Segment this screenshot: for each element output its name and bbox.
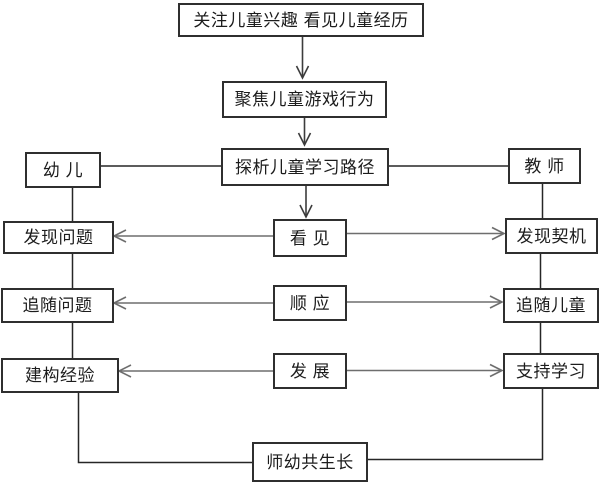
arrowhead-see-to-findopportunity: [491, 226, 506, 241]
arrowhead-develop-to-buildexperience: [117, 364, 132, 378]
elbow-supportlearning-growtogether: [367, 388, 544, 461]
node-find-problem: 发现问题: [3, 221, 114, 254]
arrowhead-focus-to-analyze: [297, 132, 312, 147]
node-build-experience: 建构经验: [1, 358, 119, 393]
node-follow-child: 追随儿童: [503, 288, 599, 323]
node-analyze-learning-path: 探析儿童学习路径: [221, 148, 389, 186]
arrowhead-see-to-findproblem: [112, 229, 127, 243]
arrowhead-develop-to-supportlearning: [489, 363, 504, 378]
node-grow-together: 师幼共生长: [252, 442, 368, 482]
arrowhead-comply-to-followproblem: [112, 296, 127, 310]
elbow-buildexperience-growtogether: [77, 392, 252, 464]
node-young-child: 幼 儿: [25, 152, 101, 188]
node-see: 看 见: [273, 219, 347, 257]
arrowhead-top-to-focus: [295, 65, 310, 80]
node-develop: 发 展: [273, 353, 347, 389]
arrowhead-comply-to-followchild: [489, 295, 504, 309]
node-focus-play-behavior: 聚焦儿童游戏行为: [222, 81, 387, 118]
node-comply: 顺 应: [273, 285, 347, 321]
node-find-opportunity: 发现契机: [505, 218, 598, 254]
node-attend-child-interest: 关注儿童兴趣 看见儿童经历: [178, 3, 424, 37]
arrowhead-analyze-to-see: [299, 204, 313, 219]
node-support-learning: 支持学习: [503, 353, 599, 389]
node-teacher: 教 师: [508, 148, 581, 184]
node-follow-problem: 追随问题: [1, 288, 114, 323]
